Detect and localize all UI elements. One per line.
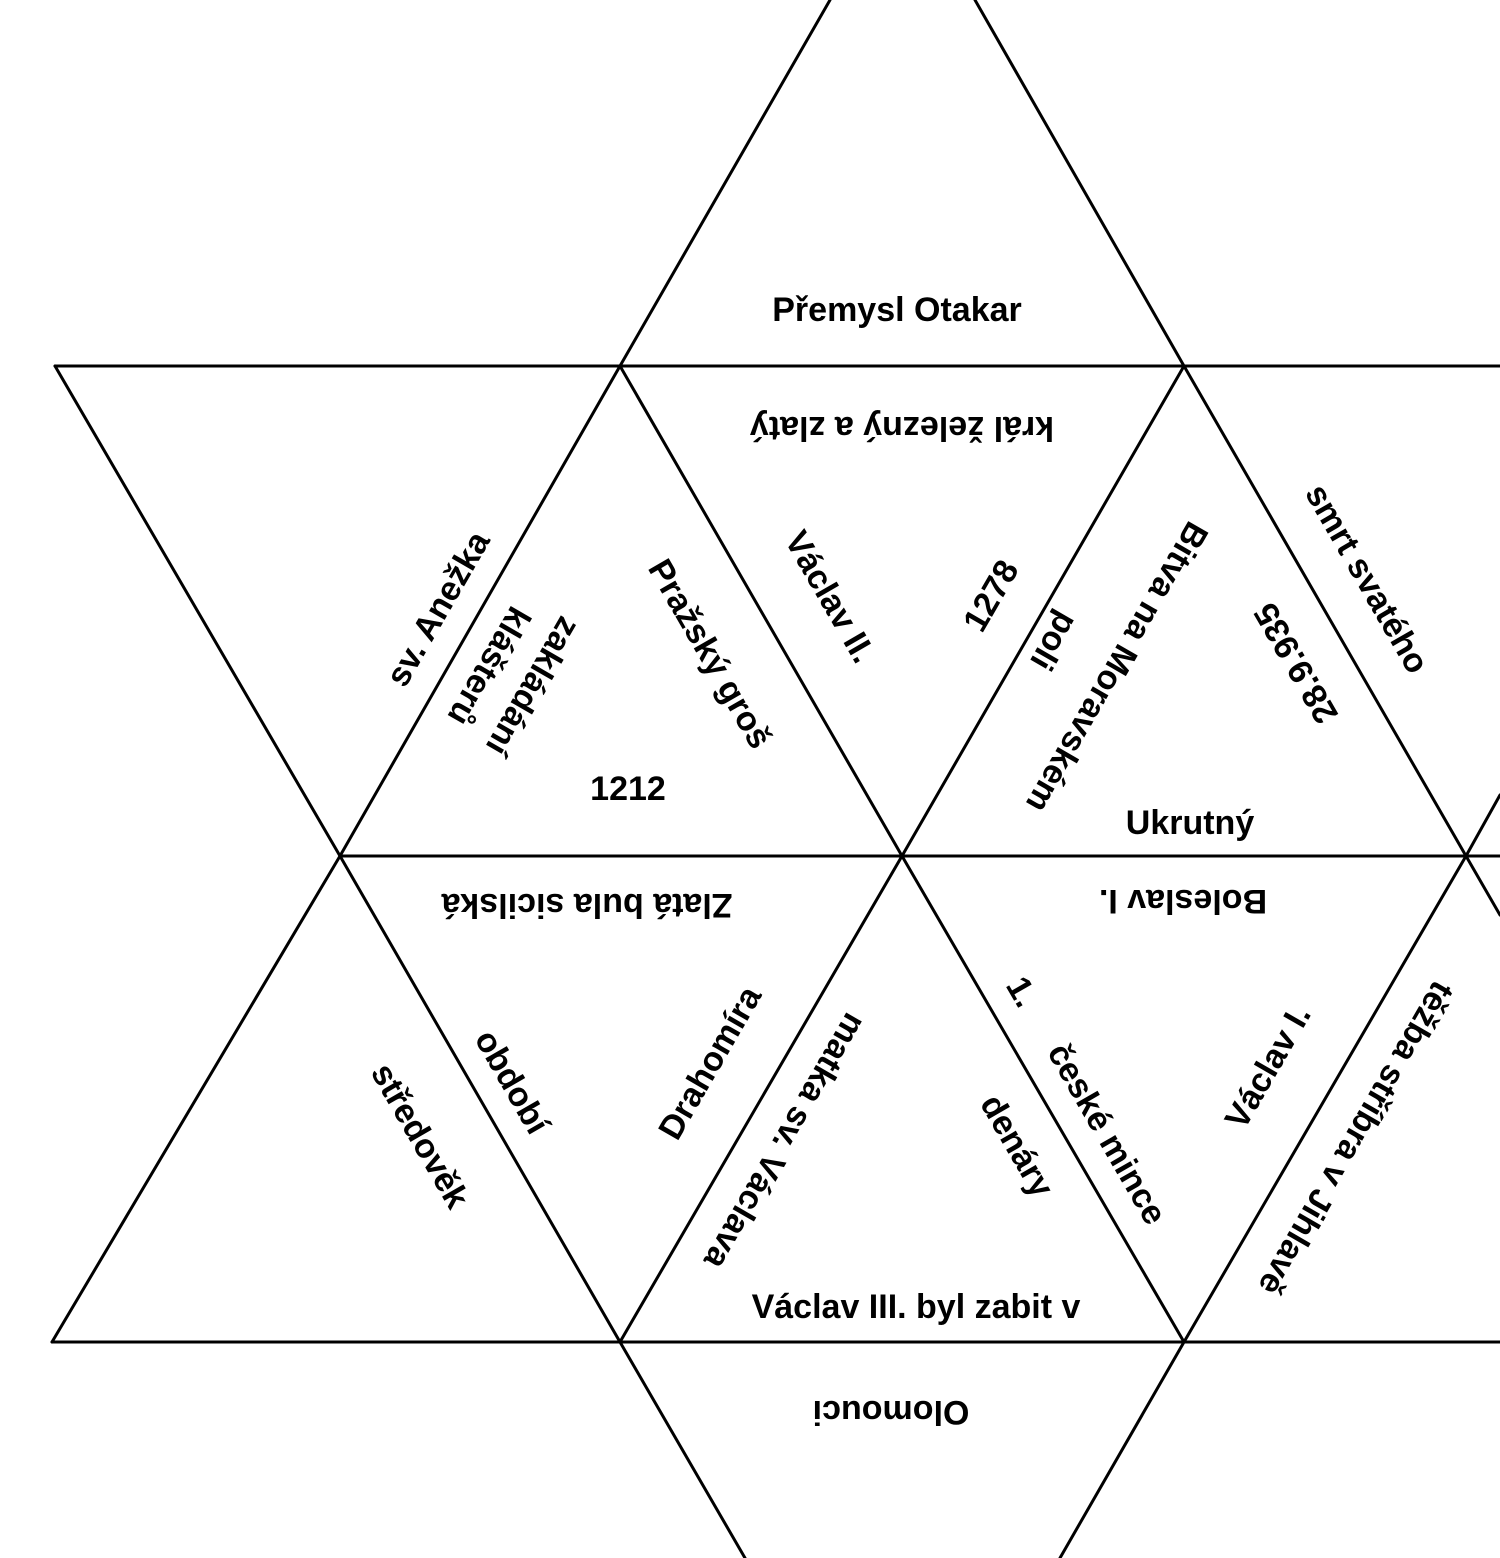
- label-vaclav-i: Václav I.: [1218, 999, 1319, 1136]
- label-obdobi: období: [467, 1023, 557, 1141]
- label-year-1278: 1278: [956, 554, 1027, 639]
- label-date-28-9-935: 28.9.935: [1247, 596, 1346, 730]
- label-prazsky-gros: Pražský groš: [640, 553, 779, 755]
- label-vaclav-ii: Václav II.: [777, 524, 883, 669]
- grid-line-diag-3: [900, 364, 1186, 858]
- grid-line-left-upper: [53, 364, 342, 858]
- label-olomouci: Olomouci: [813, 1393, 970, 1431]
- grid-line-diag-5: [338, 854, 622, 1344]
- grid-line-right-lower: [1464, 854, 1500, 917]
- label-poli: poli: [1022, 605, 1085, 676]
- label-vaclav-iii-byl-zabit-v: Václav III. byl zabit v: [752, 1288, 1081, 1326]
- puzzle-labels: Přemysl Otakar král železný a zlatý sv. …: [363, 291, 1461, 1431]
- label-premysl-otakar: Přemysl Otakar: [772, 291, 1022, 329]
- grid-line-diag-7: [900, 854, 1186, 1344]
- grid-line-bottom-right: [1058, 1340, 1186, 1558]
- puzzle-grid-lines: [50, 0, 1500, 1558]
- grid-line-top-left: [618, 0, 832, 368]
- label-year-1212: 1212: [590, 770, 666, 808]
- label-kral-zelezny-a-zlaty: král železný a zlatý: [750, 409, 1054, 447]
- grid-line-bottom-left: [618, 1340, 747, 1558]
- label-ukrutny: Ukrutný: [1126, 804, 1255, 842]
- grid-line-diag-8: [1182, 854, 1468, 1344]
- grid-line-left-lower: [50, 854, 342, 1344]
- label-stredovek: středověk: [363, 1057, 476, 1215]
- label-drahomira: Drahomíra: [651, 979, 769, 1146]
- label-ceske-mince: české mince: [1040, 1037, 1174, 1231]
- grid-line-right-upper: [1464, 793, 1500, 858]
- grid-line-top-right: [973, 0, 1186, 368]
- grid-line-diag-1: [338, 364, 622, 858]
- label-number-1: 1.: [998, 970, 1045, 1014]
- grid-line-diag-6: [618, 854, 904, 1344]
- grid-line-diag-2: [618, 364, 904, 858]
- grid-line-diag-4: [1182, 364, 1468, 858]
- label-smrt-svateho: smrt svatého: [1297, 478, 1436, 680]
- label-boleslav-i: Boleslav I.: [1099, 882, 1267, 920]
- label-zlata-bula-sicilska: Zlatá bula sicilská: [441, 886, 732, 924]
